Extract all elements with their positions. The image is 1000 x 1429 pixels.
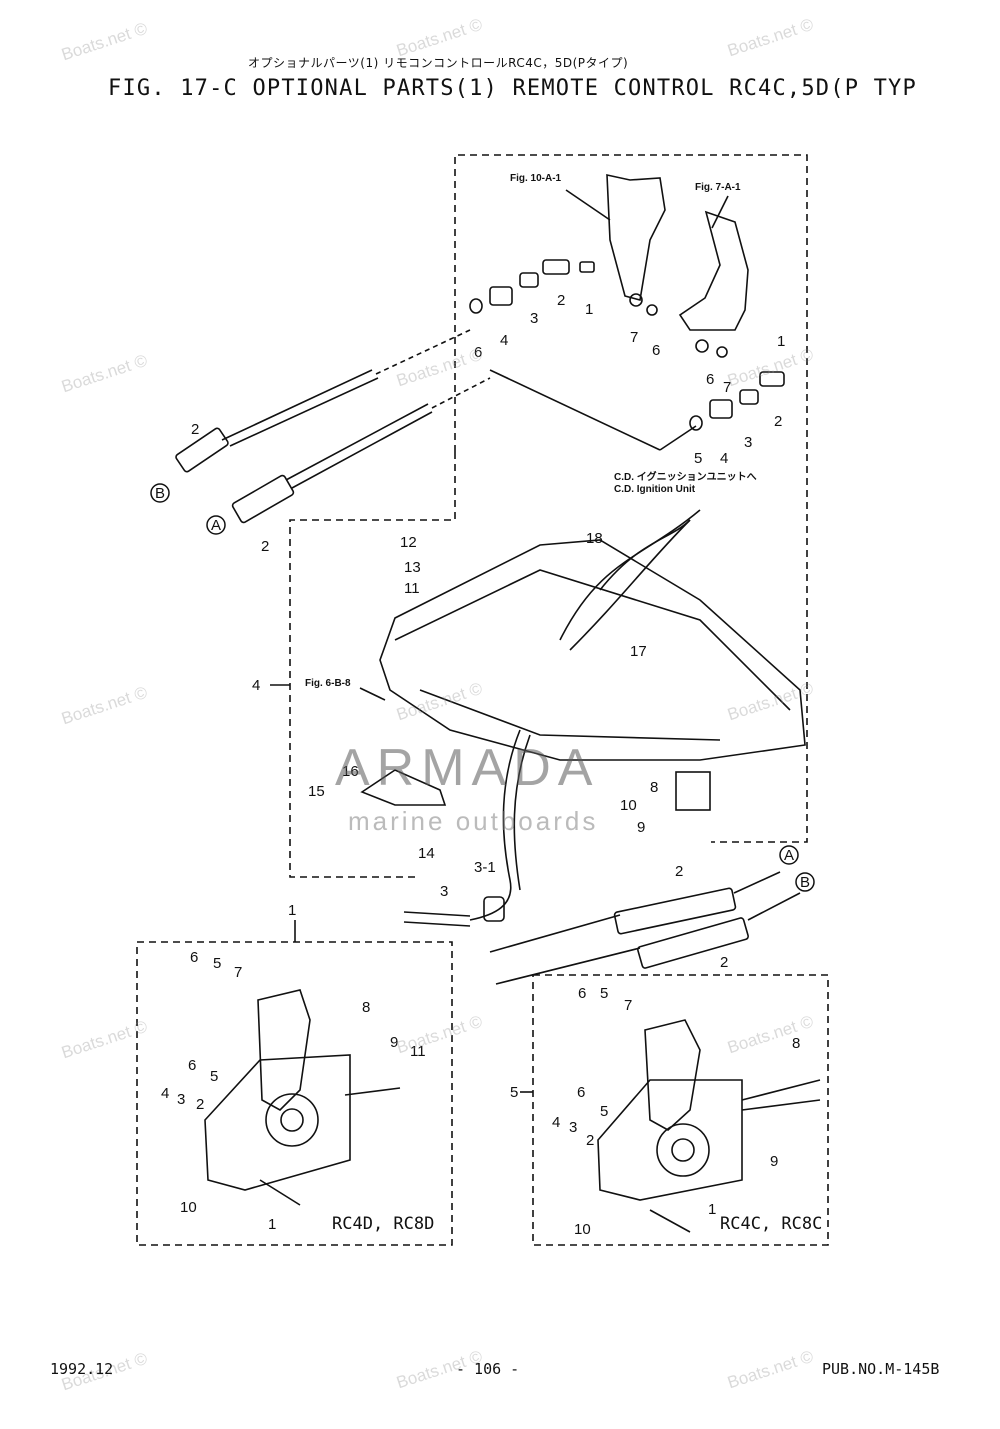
part-number: 14 — [418, 845, 435, 862]
connector-b-upper: B — [155, 485, 165, 502]
ignition-label-en: C.D. Ignition Unit — [614, 484, 696, 495]
part-number: 6 — [652, 342, 660, 359]
part-number: 1 — [288, 902, 296, 919]
part-number: 2 — [261, 538, 269, 555]
engine-group-box — [289, 452, 456, 878]
part-number: 6 — [190, 949, 198, 966]
part-number: 2 — [196, 1096, 204, 1113]
part-number: 2 — [675, 863, 683, 880]
ref-fig-7a1: Fig. 7-A-1 — [695, 182, 741, 193]
part-number: 6 — [706, 371, 714, 388]
part-number: 8 — [650, 779, 658, 796]
model-label-left: RC4D, RC8D — [332, 1214, 434, 1234]
connector-b-lower: B — [800, 874, 810, 891]
part-number: 13 — [404, 559, 421, 576]
armada-watermark: ARMADA — [335, 739, 600, 797]
part-number: 16 — [342, 763, 359, 780]
part-number: 5 — [600, 1103, 608, 1120]
part-number: 4 — [161, 1085, 169, 1102]
part-number: 6 — [188, 1057, 196, 1074]
figure-title: FIG. 17-C OPTIONAL PARTS(1) REMOTE CONTR… — [108, 76, 917, 101]
part-number: 15 — [308, 783, 325, 800]
part-number: 7 — [723, 379, 731, 396]
part-number: 1 — [708, 1201, 716, 1218]
connector-a-lower: A — [784, 847, 794, 864]
part-number: 5 — [213, 955, 221, 972]
footer-page-number: - 106 - — [456, 1360, 520, 1378]
part-number: 3 — [744, 434, 752, 451]
upper-engine-box — [454, 154, 808, 843]
part-number: 7 — [234, 964, 242, 981]
ref-fig-10a1: Fig. 10-A-1 — [510, 173, 562, 184]
part-number: 3 — [569, 1119, 577, 1136]
part-number: 10 — [620, 797, 637, 814]
ignition-label-jp: C.D. イグニッションユニットへ — [614, 470, 757, 483]
part-number: 4 — [720, 450, 728, 467]
part-number: 3 — [530, 310, 538, 327]
footer-pub-number: PUB.NO.M-145B — [822, 1360, 940, 1378]
part-number: 9 — [770, 1153, 778, 1170]
part-number: 5 — [210, 1068, 218, 1085]
part-number: 2 — [191, 421, 199, 438]
part-number: 12 — [400, 534, 417, 551]
engine-block — [379, 539, 806, 761]
throttle-cable-b — [175, 329, 471, 473]
shift-cable-a — [231, 377, 491, 524]
part-number: 3 — [177, 1091, 185, 1108]
remote-control-box-right — [532, 974, 829, 1246]
part-number: 4 — [500, 332, 508, 349]
part-number: 7 — [630, 329, 638, 346]
part-number: 18 — [586, 530, 603, 547]
part-number: 11 — [410, 1043, 426, 1060]
part-number: 3 — [440, 883, 448, 900]
part-number: 2 — [774, 413, 782, 430]
part-number: 10 — [574, 1221, 591, 1238]
part-number: 5 — [510, 1084, 518, 1101]
title-japanese: オプショナルパーツ(1) リモコンコントロールRC4C，5D(Pタイプ) — [248, 56, 629, 70]
connector-a-upper: A — [211, 517, 221, 534]
part-number: 8 — [792, 1035, 800, 1052]
part-number: 1 — [777, 333, 785, 350]
part-number: 9 — [390, 1034, 398, 1051]
part-number: 5 — [600, 985, 608, 1002]
part-number: 2 — [557, 292, 565, 309]
armada-watermark-sub: marine outboards — [348, 806, 599, 836]
part-number: 1 — [268, 1216, 276, 1233]
part-number: 9 — [637, 819, 645, 836]
part-number: 3-1 — [474, 859, 496, 876]
part-number: 2 — [586, 1132, 594, 1149]
part-number: 7 — [624, 997, 632, 1014]
model-label-right: RC4C, RC8C — [720, 1214, 822, 1234]
remote-control-left-unit — [204, 989, 401, 1206]
part-number: 4 — [252, 677, 260, 694]
remote-control-right-unit — [597, 1019, 821, 1233]
ref-fig-6b8: Fig. 6-B-8 — [305, 678, 351, 689]
part-number: 10 — [180, 1199, 197, 1216]
part-number: 11 — [404, 580, 420, 597]
part-number: 17 — [630, 643, 647, 660]
footer-date: 1992.12 — [50, 1360, 114, 1378]
part-number: 5 — [694, 450, 702, 467]
part-number: 6 — [474, 344, 482, 361]
part-number: 1 — [585, 301, 593, 318]
part-number: 6 — [578, 985, 586, 1002]
part-number: 2 — [720, 954, 728, 971]
part-number: 8 — [362, 999, 370, 1016]
part-number: 6 — [577, 1084, 585, 1101]
part-number: 4 — [552, 1114, 560, 1131]
